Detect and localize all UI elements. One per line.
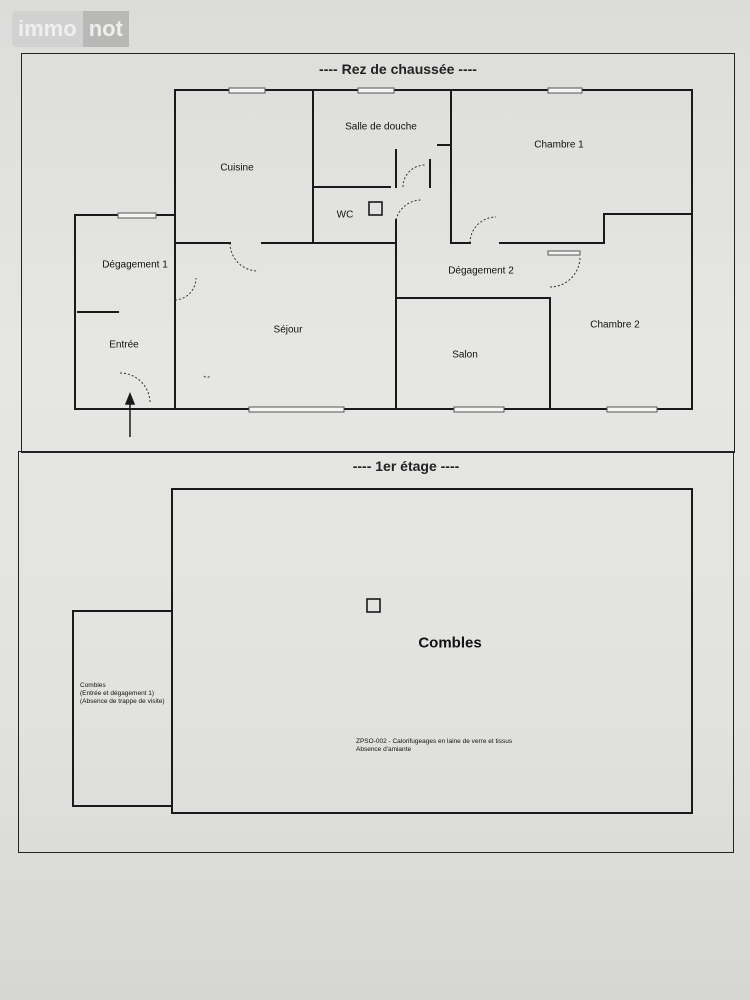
room-chambre-1: Chambre 1	[534, 139, 584, 151]
room-salle-de-douche: Salle de douche	[345, 121, 417, 133]
attic-side-note-line-2: (Entrée et dégagement 1)	[80, 690, 155, 697]
logo-part-2: not	[82, 11, 129, 47]
attic-side-note-line-1: Combles	[80, 682, 106, 689]
room-cuisine: Cuisine	[220, 162, 254, 174]
room-entree: Entrée	[109, 339, 139, 351]
room-salon: Salon	[452, 349, 478, 361]
room-degagement-2: Dégagement 2	[448, 265, 514, 277]
ground-floor-title: ---- Rez de chaussée ----	[319, 61, 477, 77]
wall-top	[174, 89, 693, 410]
wc-square	[368, 201, 383, 216]
room-degagement-1: Dégagement 1	[102, 259, 168, 271]
attic-hatch-square	[366, 598, 381, 613]
room-chambre-2: Chambre 2	[590, 319, 640, 331]
attic-side-note-line-3: (Absence de trappe de visite)	[80, 698, 165, 705]
attic-side-note: Combles (Entrée et dégagement 1) (Absenc…	[80, 682, 165, 706]
room-sejour: Séjour	[273, 324, 303, 336]
ground-floor-frame	[21, 53, 735, 453]
first-floor-frame	[18, 451, 734, 853]
room-combles: Combles	[418, 634, 482, 652]
asbestos-note: ZPSO-002 - Calorifugeages en laine de ve…	[356, 738, 512, 754]
logo-part-1: immo	[12, 11, 83, 47]
attic-main-outline	[171, 488, 693, 814]
asbestos-note-line-1: ZPSO-002 - Calorifugeages en laine de ve…	[356, 738, 513, 745]
room-wc: WC	[336, 209, 354, 221]
immonot-logo: immo not	[12, 11, 158, 47]
first-floor-title: ---- 1er étage ----	[352, 458, 460, 474]
asbestos-note-line-2: Absence d'amiante	[356, 746, 412, 753]
attic-side-outline	[72, 610, 173, 807]
